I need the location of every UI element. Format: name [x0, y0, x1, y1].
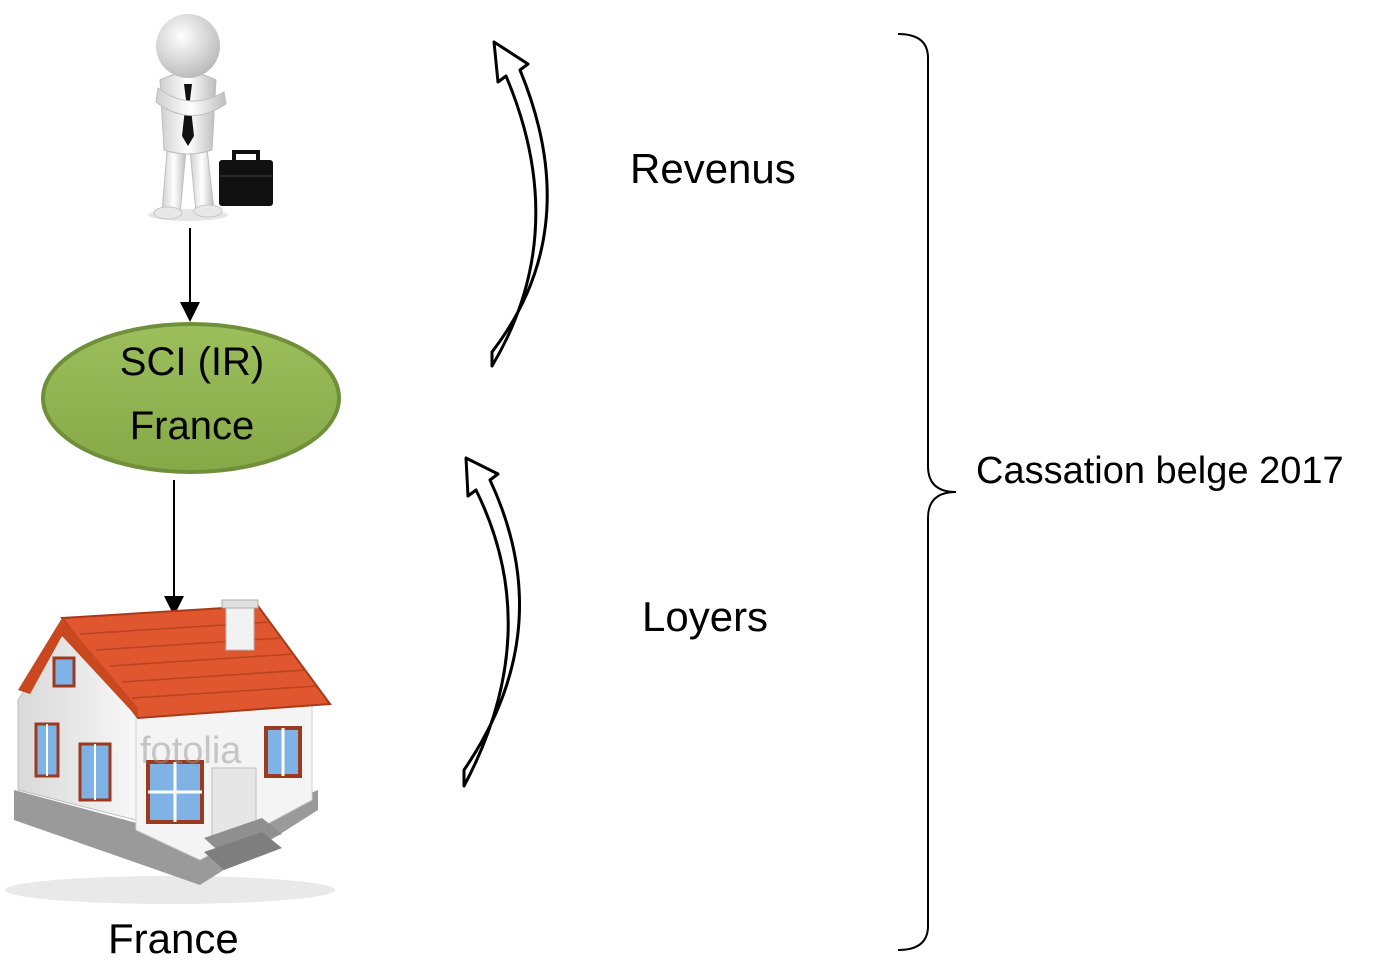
house-icon	[5, 599, 335, 904]
sci-node-line2: France	[129, 404, 255, 448]
house-caption: France	[108, 915, 239, 962]
businessman-with-briefcase-icon	[148, 14, 273, 221]
sci-ellipse	[41, 322, 341, 474]
revenus-label: Revenus	[630, 145, 796, 192]
sci-node-label: SCI (IR) France	[42, 330, 342, 458]
sci-node-line1: SCI (IR)	[119, 340, 265, 384]
right-curly-brace	[897, 33, 957, 951]
loyers-label: Loyers	[642, 593, 769, 640]
brace-label: Cassation belge 2017	[976, 450, 1344, 492]
watermark-text: fotolia	[140, 730, 242, 772]
loyers-curved-arrow	[462, 456, 521, 788]
revenus-curved-arrow	[490, 40, 549, 368]
